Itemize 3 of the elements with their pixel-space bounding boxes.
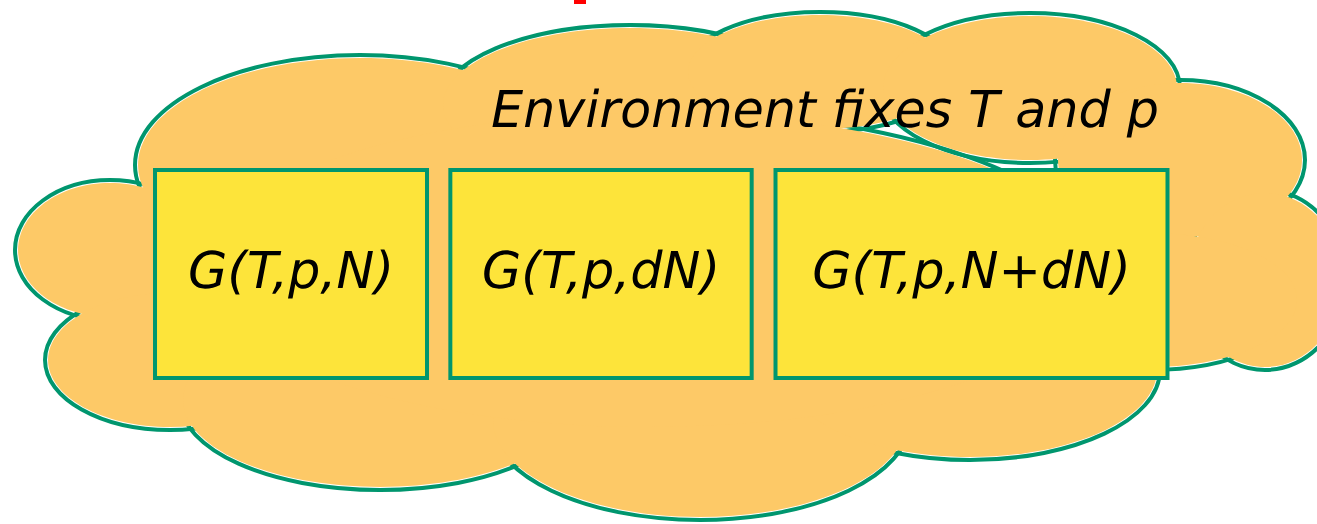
formula-box: G(T,p,N) xyxy=(153,168,429,380)
formula-box: G(T,p,dN) xyxy=(448,168,754,380)
formula-box: G(T,p,N+dN) xyxy=(773,168,1170,380)
